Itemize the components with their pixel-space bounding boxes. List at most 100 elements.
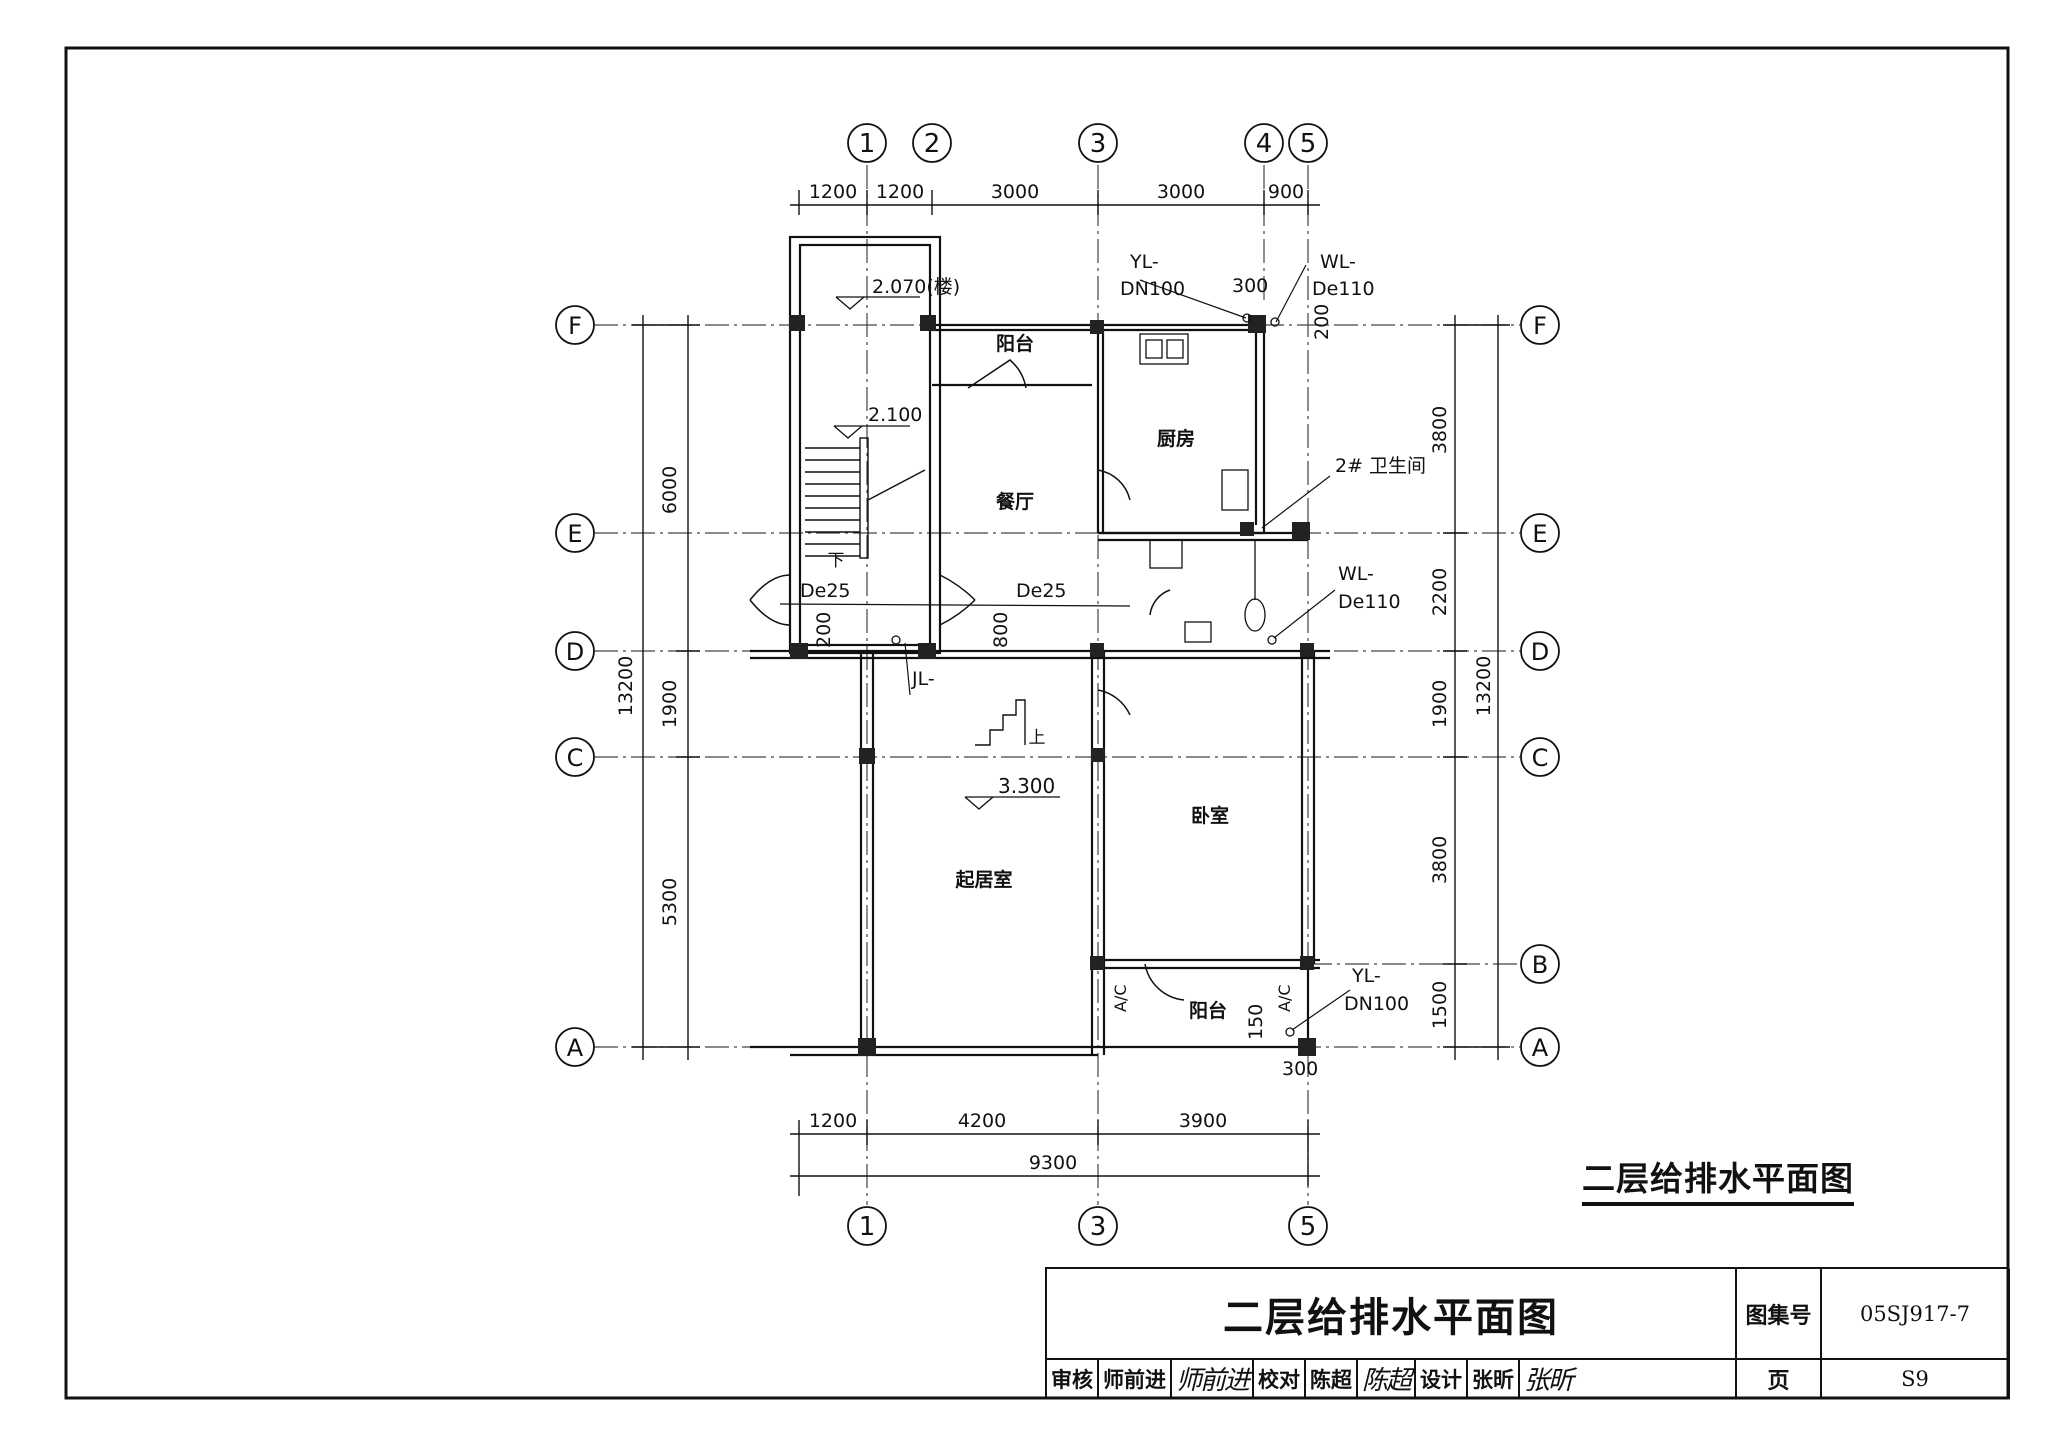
ac-left: A/C	[1111, 984, 1130, 1012]
signature-row: 审核 师前进 师前进 校对 陈超 陈超 设计 张昕 张昕	[1047, 1360, 1737, 1399]
dim-lines-bottom	[790, 1120, 1320, 1196]
title-block: 二层给排水平面图 图集号 05SJ917-7 审核 师前进 师前进 校对 陈超 …	[1045, 1267, 2010, 1399]
room-dining: 餐厅	[996, 490, 1034, 513]
design-name: 张昕	[1468, 1360, 1521, 1397]
axis-bottom-5: 5	[1300, 1212, 1317, 1242]
dim-top-5: 900	[1268, 181, 1304, 203]
design-label: 设计	[1416, 1360, 1469, 1397]
dim-bottom-3: 3900	[1179, 1110, 1227, 1132]
review-signature: 师前进	[1172, 1360, 1255, 1397]
level-2100: 2.100	[868, 404, 922, 426]
pipe-dim-200: 200	[1311, 304, 1333, 340]
check-name: 陈超	[1306, 1360, 1359, 1397]
walls	[750, 235, 1330, 1057]
doors	[749, 359, 1185, 1001]
pipe-yl-top: YL-	[1129, 251, 1159, 273]
pipe-wl-mid-size: De110	[1338, 591, 1401, 613]
dim-top-2: 1200	[876, 181, 924, 203]
axis-right-c: C	[1532, 744, 1549, 772]
review-label: 审核	[1047, 1360, 1099, 1397]
pipe-dim-150: 150	[1245, 1004, 1267, 1040]
level-3300: 3.300	[998, 774, 1055, 798]
columns	[789, 315, 1316, 1056]
dim-lines-left	[632, 315, 700, 1060]
pipe-yl-top-size: DN100	[1120, 278, 1185, 300]
axis-bottom-1: 1	[859, 1212, 876, 1242]
pipe-de25-mid: De25	[1016, 580, 1067, 602]
axis-left-d: D	[566, 638, 584, 666]
axis-top-2: 2	[924, 129, 941, 159]
dim-right-5: 1500	[1429, 981, 1451, 1029]
atlas-label: 图集号	[1737, 1269, 1822, 1360]
dim-left-1: 6000	[659, 466, 681, 514]
dim-right-total: 13200	[1473, 656, 1495, 716]
level-markers	[833, 296, 1060, 810]
toilet-label: 2# 卫生间	[1335, 455, 1426, 477]
page-number: S9	[1822, 1360, 2010, 1399]
dim-top-3: 3000	[991, 181, 1039, 203]
axis-right-f: F	[1533, 312, 1547, 340]
dim-bottom-2: 4200	[958, 1110, 1006, 1132]
dim-right-1: 3800	[1429, 406, 1451, 454]
dim-bottom-1: 1200	[809, 1110, 857, 1132]
axis-left-e: E	[567, 520, 582, 548]
pipe-yl-bottom-size: DN100	[1344, 993, 1409, 1015]
atlas-number: 05SJ917-7	[1822, 1269, 2010, 1360]
pipes	[779, 313, 1295, 1037]
axis-left-a: A	[567, 1034, 584, 1062]
plumbing-fixtures	[1139, 333, 1266, 643]
axis-right-b: B	[1532, 951, 1548, 979]
pipe-yl-bottom: YL-	[1351, 965, 1381, 987]
pipe-dim-300-bottom: 300	[1282, 1058, 1318, 1080]
dim-left-3: 5300	[659, 878, 681, 926]
pipe-dim-800: 800	[990, 612, 1012, 648]
dim-left-2: 1900	[659, 680, 681, 728]
level-2070: 2.070(楼)	[872, 276, 960, 298]
axis-left-c: C	[567, 744, 584, 772]
pipe-de25-left: De25	[800, 580, 851, 602]
room-kitchen: 厨房	[1157, 427, 1195, 450]
design-signature: 张昕	[1524, 1366, 1574, 1396]
review-name: 师前进	[1099, 1360, 1172, 1397]
pipe-wl-mid: WL-	[1338, 563, 1374, 585]
axis-left-f: F	[568, 312, 582, 340]
axis-lines	[594, 165, 1520, 1205]
dim-right-3: 1900	[1429, 680, 1451, 728]
check-label: 校对	[1254, 1360, 1307, 1397]
title-block-title: 二层给排水平面图	[1047, 1269, 1737, 1360]
drawing-caption: 二层给排水平面图	[1582, 1152, 1854, 1206]
check-signature: 陈超	[1358, 1360, 1417, 1397]
axis-top-5: 5	[1300, 129, 1317, 159]
dim-right-2: 2200	[1429, 568, 1451, 616]
pipe-dim-300-top: 300	[1232, 275, 1268, 297]
axis-top-3: 3	[1090, 129, 1107, 159]
axis-bubbles-top	[847, 123, 1328, 163]
dim-top-1: 1200	[809, 181, 857, 203]
room-balcony-bottom: 阳台	[1189, 999, 1227, 1022]
stairs	[805, 437, 1026, 746]
axis-right-e: E	[1532, 520, 1547, 548]
sheet-border	[64, 46, 2010, 1400]
dim-bottom-total: 9300	[1029, 1152, 1077, 1174]
axis-right-a: A	[1532, 1034, 1549, 1062]
stair-up-label: 上	[1029, 728, 1046, 748]
dim-lines-top	[790, 190, 1320, 215]
dim-left-total: 13200	[615, 656, 637, 716]
leader-lines	[904, 264, 1351, 1031]
pipe-dim-200-d: 200	[813, 612, 835, 648]
pipe-wl-top: WL-	[1320, 251, 1356, 273]
axis-top-1: 1	[859, 129, 876, 159]
pipe-jl: JL-	[911, 668, 935, 690]
dim-right-4: 3800	[1429, 836, 1451, 884]
pipe-wl-top-size: De110	[1312, 278, 1375, 300]
page-label: 页	[1737, 1360, 1822, 1399]
room-living: 起居室	[954, 868, 1012, 891]
room-balcony-top: 阳台	[996, 332, 1034, 355]
dim-lines-right	[1443, 315, 1510, 1060]
axis-bottom-3: 3	[1090, 1212, 1107, 1242]
dim-top-4: 3000	[1157, 181, 1205, 203]
axis-bubbles-bottom	[847, 1206, 1328, 1246]
ac-right: A/C	[1275, 984, 1294, 1012]
room-bedroom: 卧室	[1191, 804, 1229, 827]
